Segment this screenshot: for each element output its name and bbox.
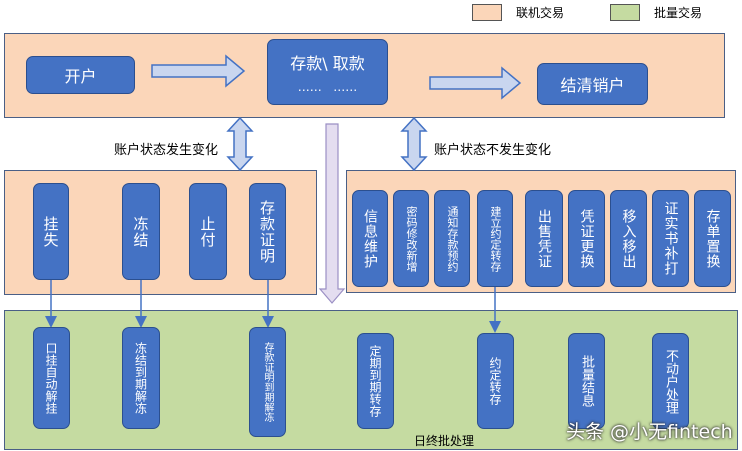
deposit-withdraw-label: 存款\ 取款 xyxy=(290,54,365,73)
dormant-account-box: 不动户处理 xyxy=(652,333,689,429)
sell-voucher-label: 出售凭证 xyxy=(536,208,552,269)
report-loss-box: 挂失 xyxy=(33,183,69,280)
auto-unlock-loss-label: 口挂自动解挂 xyxy=(44,342,58,414)
info-maintenance-label: 信息维护 xyxy=(362,208,378,269)
fixed-term-rollover-box: 定期到期转存 xyxy=(357,333,394,429)
password-change-label: 密码修改新增 xyxy=(405,205,418,272)
deposit-withdraw-ellipsis: …… …… xyxy=(297,80,358,94)
freeze-expiry-label: 冻结到期解冻 xyxy=(133,342,148,414)
open-account-label: 开户 xyxy=(64,67,97,86)
legend-swatch-online xyxy=(472,4,502,21)
close-account-box: 结清销户 xyxy=(537,63,648,105)
batch-interest-label: 批量结息 xyxy=(579,355,594,407)
deposit-proof-expiry-label: 存款证明到期解冻 xyxy=(262,342,273,422)
notice-deposit-box: 通知存款预约 xyxy=(434,190,470,287)
agreed-transfer-box: 约定转存 xyxy=(477,333,514,429)
open-account-box: 开户 xyxy=(26,56,135,94)
agreed-transfer-setup-label: 建立约定转存 xyxy=(489,205,502,272)
legend-label-online: 联机交易 xyxy=(516,6,565,20)
batch-interest-box: 批量结息 xyxy=(568,333,605,429)
status-change-double-arrow xyxy=(226,116,254,172)
freeze-label: 冻结 xyxy=(131,215,150,248)
voucher-replace-label: 凭证更换 xyxy=(578,208,595,269)
voucher-replace-box: 凭证更换 xyxy=(568,190,605,287)
stop-payment-label: 止付 xyxy=(198,215,217,248)
report-loss-label: 挂失 xyxy=(41,215,60,248)
deposit-proof-label: 存款证明 xyxy=(258,199,276,264)
freeze-box: 冻结 xyxy=(122,183,160,280)
agreed-transfer-setup-box: 建立约定转存 xyxy=(477,190,513,287)
notice-deposit-label: 通知存款预约 xyxy=(446,205,459,272)
deposit-slip-replace-label: 存单置换 xyxy=(704,208,721,269)
close-account-label: 结清销户 xyxy=(560,76,625,95)
auto-unlock-loss-box: 口挂自动解挂 xyxy=(33,327,70,429)
certificate-reprint-label: 证实书补打 xyxy=(662,201,679,276)
legend-swatch-batch xyxy=(610,4,640,21)
status-change-label: 账户状态发生变化 xyxy=(114,143,219,158)
deposit-to-batch-arrow xyxy=(318,123,346,304)
stop-payment-box: 止付 xyxy=(189,183,227,280)
deposit-proof-expiry-box: 存款证明到期解冻 xyxy=(249,327,286,437)
certificate-reprint-box: 证实书补打 xyxy=(652,190,689,287)
deposit-proof-box: 存款证明 xyxy=(249,183,286,280)
agreed-transfer-label: 约定转存 xyxy=(488,357,502,405)
legend-label-batch: 批量交易 xyxy=(654,6,703,20)
fixed-term-rollover-label: 定期到期转存 xyxy=(368,345,382,417)
dormant-account-label: 不动户处理 xyxy=(663,348,678,414)
flow-arrow-open-to-deposit xyxy=(151,54,246,88)
batch-title: 日终批处理 xyxy=(414,434,475,448)
freeze-expiry-box: 冻结到期解冻 xyxy=(122,327,160,429)
password-change-box: 密码修改新增 xyxy=(393,190,429,287)
sell-voucher-box: 出售凭证 xyxy=(525,190,563,287)
transfer-in-out-box: 移入移出 xyxy=(610,190,647,287)
transfer-in-out-label: 移入移出 xyxy=(620,208,637,269)
status-no-change-label: 账户状态不发生变化 xyxy=(434,143,552,158)
status-no-change-double-arrow xyxy=(400,116,428,172)
info-maintenance-box: 信息维护 xyxy=(352,190,388,287)
watermark-text: 头条 @小无fintech xyxy=(566,421,733,443)
flow-arrow-deposit-to-close xyxy=(429,66,522,100)
deposit-withdraw-box: 存款\ 取款 …… …… xyxy=(267,39,388,105)
deposit-slip-replace-box: 存单置换 xyxy=(694,190,731,287)
